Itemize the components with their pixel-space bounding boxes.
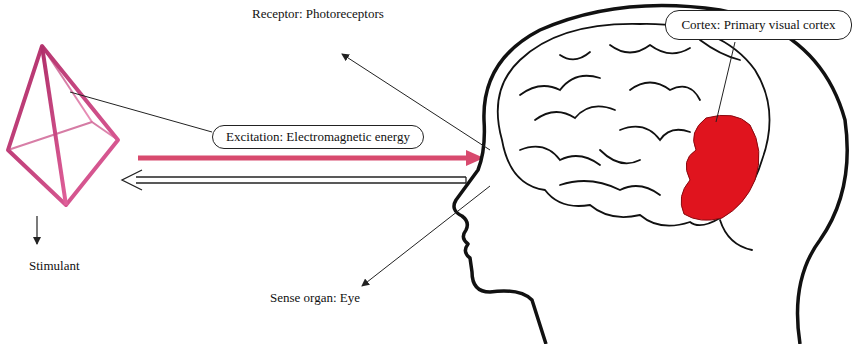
stimulant-label: Stimulant bbox=[27, 258, 82, 274]
visual-cortex-region bbox=[681, 115, 759, 220]
excitation-arrow bbox=[138, 150, 484, 166]
callout-text: Excitation: Electromagnetic energy bbox=[226, 129, 410, 145]
return-arrow bbox=[122, 170, 466, 190]
pointer-arrow bbox=[362, 186, 490, 286]
pyramid-stimulus bbox=[8, 46, 118, 205]
brain bbox=[498, 24, 770, 250]
leader-line bbox=[716, 42, 735, 122]
leader-line bbox=[70, 92, 212, 132]
excitation-callout-box: Excitation: Electromagnetic energy bbox=[212, 125, 424, 149]
sense-organ-label: Sense organ: Eye bbox=[268, 290, 362, 306]
head-silhouette bbox=[454, 6, 847, 344]
pointer-arrow bbox=[36, 216, 37, 244]
callout-text: Cortex: Primary visual cortex bbox=[681, 17, 835, 33]
cortex-callout-box: Cortex: Primary visual cortex bbox=[665, 10, 852, 40]
receptor-label: Receptor: Photoreceptors bbox=[250, 6, 386, 22]
